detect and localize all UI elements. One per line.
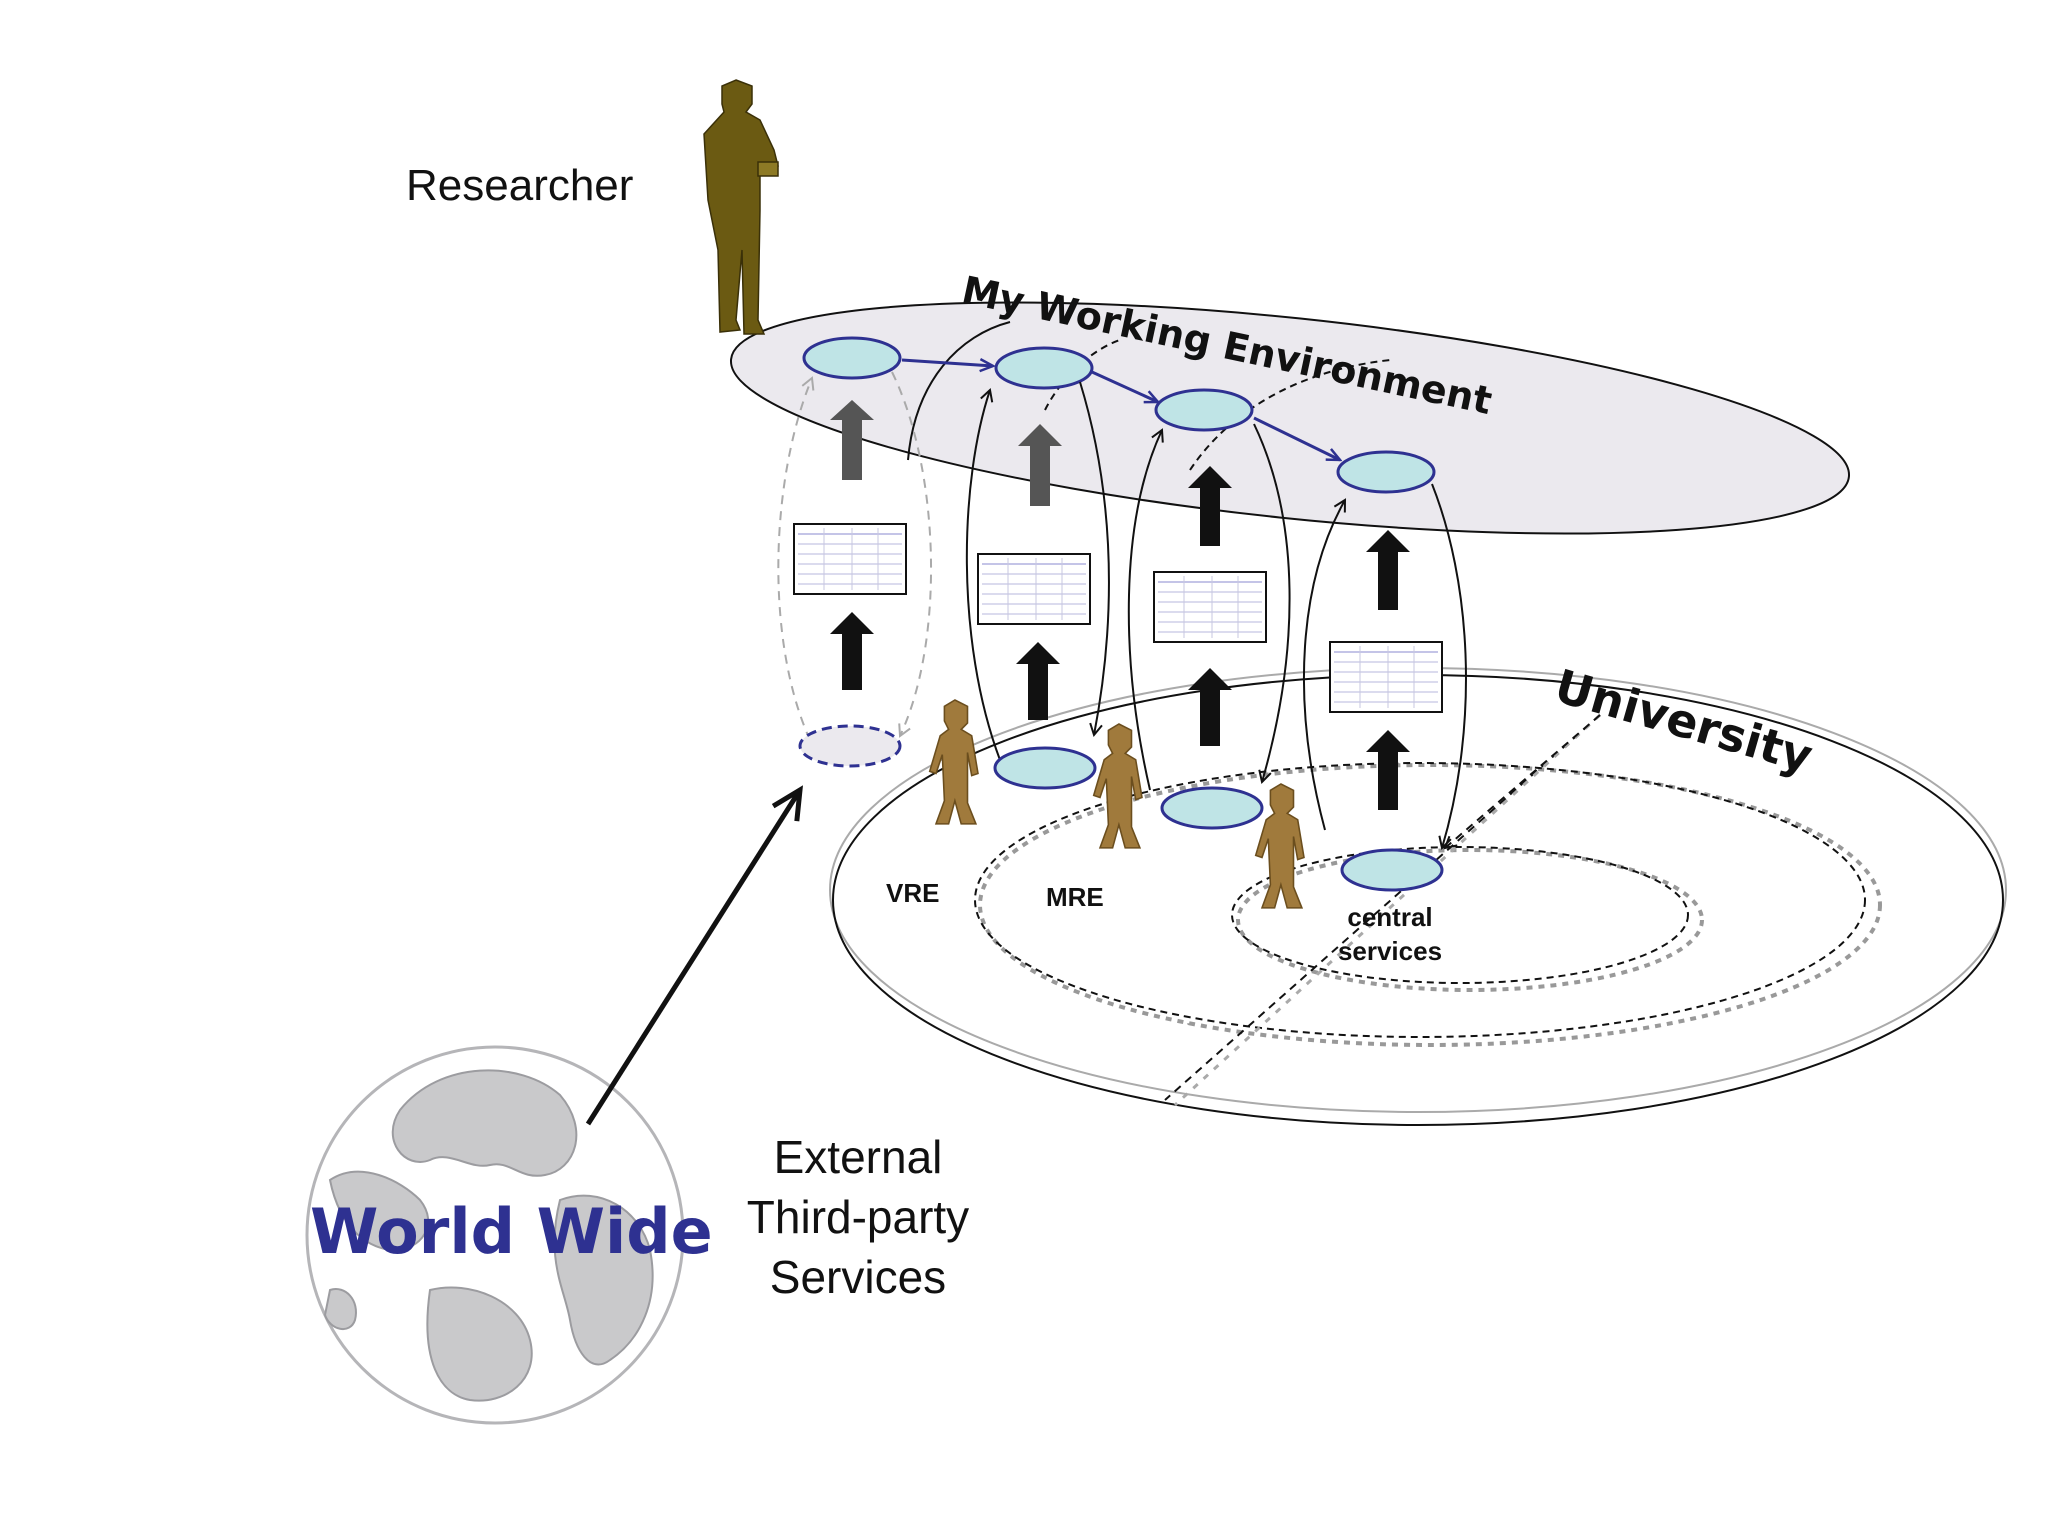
- world-to-external-arrow: [585, 785, 803, 1126]
- mre-label: MRE: [1046, 882, 1104, 912]
- university-area: [829, 667, 2007, 1126]
- vre-user-icon: [928, 699, 979, 825]
- central-label: central: [1347, 902, 1432, 932]
- document-icon: [977, 553, 1091, 625]
- researcher-label: Researcher: [406, 161, 633, 210]
- central-user-icon: [1254, 783, 1305, 909]
- external-label-line1: External: [774, 1131, 943, 1183]
- mre-service-node[interactable]: [1160, 786, 1264, 830]
- central-service-node[interactable]: [1340, 848, 1444, 892]
- workflow-services: [802, 336, 1436, 494]
- researcher-figure-icon: [703, 79, 779, 335]
- services-label: services: [1338, 936, 1442, 966]
- service-node[interactable]: [994, 346, 1094, 390]
- university-label: University: [1549, 659, 1818, 784]
- vre-label: VRE: [886, 878, 939, 908]
- up-arrows: [830, 400, 1410, 810]
- service-connectors: [965, 381, 1601, 848]
- vre-service-node[interactable]: [993, 746, 1097, 790]
- service-node[interactable]: [802, 336, 902, 380]
- document-icon: [1153, 571, 1267, 643]
- service-node[interactable]: [1336, 450, 1436, 494]
- lower-services: [798, 724, 1444, 892]
- globe-icon: [305, 1045, 685, 1425]
- external-loop: [777, 371, 933, 741]
- service-node[interactable]: [1154, 388, 1254, 432]
- external-label-line3: Services: [770, 1251, 946, 1303]
- external-label-line2: Third-party: [747, 1191, 969, 1243]
- mre-user-icon: [1092, 723, 1143, 849]
- external-service-node[interactable]: [798, 724, 902, 768]
- document-icon: [1329, 641, 1443, 713]
- document-icon: [793, 523, 907, 595]
- world-wide-label: World Wide: [310, 1195, 713, 1268]
